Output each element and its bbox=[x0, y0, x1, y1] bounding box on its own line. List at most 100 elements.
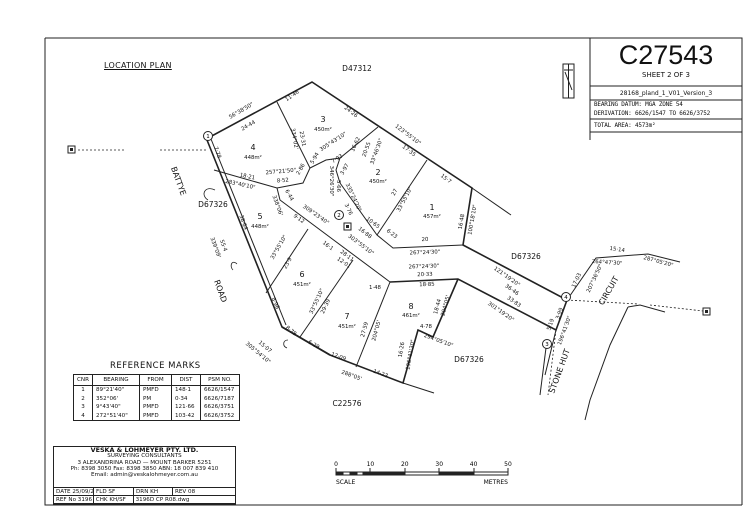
dimension-label: 24·44 bbox=[240, 119, 257, 132]
dimension-label: 6·29 bbox=[307, 340, 321, 351]
dimension-label: 5·19 bbox=[546, 317, 556, 331]
col-header: CNR bbox=[73, 374, 93, 386]
road-label: ROAD bbox=[212, 279, 228, 304]
dimension-label: 23·31 bbox=[298, 131, 307, 147]
dimension-label: 38·64 bbox=[237, 214, 248, 231]
dimension-label: 4·78 bbox=[420, 324, 433, 330]
reference-mark-cell: 1 bbox=[73, 385, 93, 395]
dimension-label: 288°05' bbox=[340, 370, 362, 383]
lot-label: 4 bbox=[250, 143, 255, 152]
corner-marker: 1 bbox=[203, 131, 213, 141]
reference-mark-cell: 121·66 bbox=[170, 403, 201, 412]
drawing-file: 3196D CP R08.dwg bbox=[132, 495, 237, 504]
dimension-label: 16·1 bbox=[321, 240, 334, 252]
corner-circle bbox=[561, 292, 571, 302]
dimension-label: 8·98 bbox=[270, 297, 281, 311]
dimension-label: 17·35 bbox=[401, 144, 417, 158]
dimension-label: 257°21'50" bbox=[265, 168, 296, 177]
reference-line-4 bbox=[566, 299, 704, 312]
dimension-label: 267°24'30" bbox=[410, 249, 441, 256]
reference-mark-cell: PMFD bbox=[138, 403, 172, 412]
corner-circle bbox=[542, 339, 552, 349]
dimension-label: 33°46'30" bbox=[370, 138, 385, 166]
dimension-label: 20·55 bbox=[362, 141, 373, 158]
reference-mark-cell: 89°21'40" bbox=[91, 385, 140, 395]
reference-mark-cell: 0·34 bbox=[170, 394, 201, 403]
dimension-label: 27·59 bbox=[360, 321, 370, 338]
scale-bar bbox=[335, 468, 509, 476]
plan-number: C27543 bbox=[618, 40, 714, 70]
reference-mark-cell: PM bbox=[138, 394, 172, 403]
parcel-label: D67326 bbox=[454, 355, 484, 364]
version-name: 28168_pland_1_V01_Version_3 bbox=[619, 90, 713, 97]
dimension-label: 8·52 bbox=[277, 177, 289, 184]
dimension-label: 33·83 bbox=[506, 295, 522, 309]
dimension-label: 301°19'20" bbox=[486, 301, 515, 324]
reference-mark-cell: 4 bbox=[73, 411, 93, 421]
reference-mark-cell: 6626/7187 bbox=[199, 394, 240, 403]
reference-mark-cell: PMFD bbox=[138, 385, 172, 395]
dimension-label: 7·93 bbox=[331, 153, 344, 165]
reference-mark-cell: 148·1 bbox=[170, 385, 201, 395]
dimension-label: 305°43'10" bbox=[319, 131, 348, 153]
corner-circle bbox=[334, 210, 344, 220]
reference-mark-cell: 6626/3751 bbox=[199, 403, 240, 412]
col-header: DIST bbox=[170, 374, 201, 386]
corner-number: 1 bbox=[206, 134, 210, 140]
dimension-label: 27 bbox=[391, 188, 400, 197]
reference-mark-cell: 2 bbox=[73, 394, 93, 403]
reference-mark-cell: 272°51'40" bbox=[91, 411, 140, 421]
dimension-label: 7·78 bbox=[212, 146, 222, 160]
scale-tick-label: 0 bbox=[334, 461, 338, 468]
corner-marker: 3 bbox=[542, 339, 552, 349]
reference-number: REF No 3196 bbox=[53, 495, 94, 504]
checked: CHK KH/SF bbox=[92, 495, 134, 504]
lot-label: 461m² bbox=[402, 312, 420, 319]
reference-mark-cell: 352°06' bbox=[91, 394, 140, 403]
lot-label: 6 bbox=[299, 270, 304, 279]
lot-label: 451m² bbox=[338, 323, 356, 330]
scale-tick-label: 10 bbox=[367, 461, 375, 468]
dimension-label: 29·39 bbox=[320, 298, 332, 315]
reference-mark-cell: 6626/3752 bbox=[199, 411, 240, 421]
lot-label: 1 bbox=[429, 203, 434, 212]
dimension-label: 18·21 bbox=[239, 172, 255, 181]
lot-label: 448m² bbox=[244, 154, 262, 161]
dimension-label: 20 bbox=[421, 237, 429, 243]
parcel-label: D67326 bbox=[198, 200, 228, 209]
psm-marks bbox=[67, 145, 711, 316]
dimension-label: 15·7 bbox=[439, 173, 452, 185]
corner-number: 4 bbox=[564, 295, 568, 301]
dimension-label: 18·44 bbox=[433, 298, 443, 315]
scale-tick-label: 50 bbox=[504, 461, 512, 468]
lot-label: 448m² bbox=[251, 223, 269, 230]
scale-units: METRES bbox=[484, 479, 509, 486]
dimension-label: 11·46 bbox=[284, 89, 301, 103]
firm-phone: Ph: 8398 3050 Fax: 8398 3850 ABN: 18 007… bbox=[70, 465, 219, 472]
lot-label: 457m² bbox=[423, 213, 441, 220]
reference-mark-cell: PMFD bbox=[138, 411, 172, 421]
lot-label: 8 bbox=[408, 302, 413, 311]
dimension-label: 267°24'30" bbox=[409, 263, 440, 270]
arrow-icon bbox=[283, 339, 289, 349]
dimension-label: 1·48 bbox=[369, 285, 382, 291]
dimension-label: 123°55'10" bbox=[394, 124, 422, 147]
col-header: BEARING bbox=[91, 374, 140, 386]
reference-mark-cell: 103·42 bbox=[170, 411, 201, 421]
dimension-label: 5·66 bbox=[335, 180, 341, 193]
parcel-label: D67326 bbox=[511, 252, 541, 261]
parcel-label: C22576 bbox=[332, 399, 361, 408]
dimension-label: 334°02' bbox=[289, 128, 299, 150]
dimension-label: 5·94 bbox=[310, 151, 321, 165]
dimension-label: 33°55'10" bbox=[396, 186, 414, 213]
scale-tick-label: 40 bbox=[470, 461, 478, 468]
lot-label: 7 bbox=[344, 312, 349, 321]
dimension-label: 346°26'30" bbox=[328, 166, 334, 197]
dimension-label: 23·9 bbox=[283, 256, 294, 270]
dimension-label: 287°05'20" bbox=[643, 255, 674, 269]
dimension-label: 8·78 bbox=[284, 325, 297, 338]
